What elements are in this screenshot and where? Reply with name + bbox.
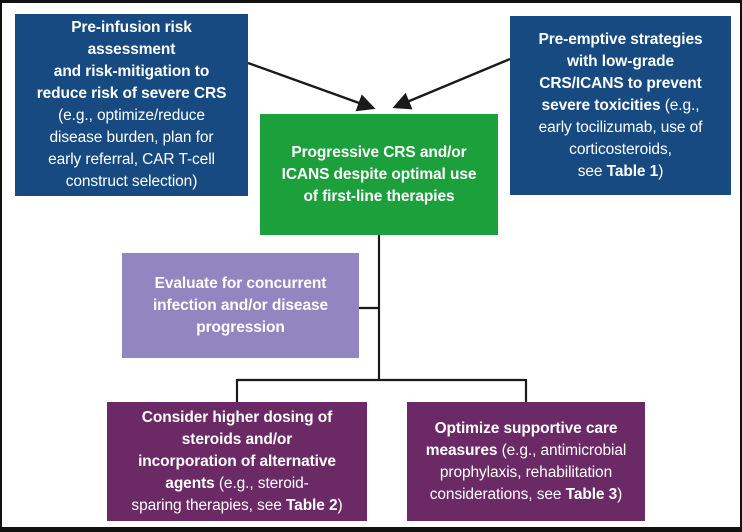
arrow-from-pre-infusion xyxy=(247,61,376,112)
arrow-from-pre-emptive xyxy=(392,57,511,110)
box-consider-steroids: Consider higher dosing of steroids and/o… xyxy=(107,402,367,521)
box-pre-infusion-text: Pre-infusion risk assessment and risk-mi… xyxy=(36,19,227,190)
box-progressive-text: Progressive CRS and/or ICANS despite opt… xyxy=(281,143,477,205)
box-evaluate-text: Evaluate for concurrent infection and/or… xyxy=(152,274,329,336)
box-progressive-crs-icans: Progressive CRS and/or ICANS despite opt… xyxy=(260,114,498,235)
box-consider-text: Consider higher dosing of steroids and/o… xyxy=(131,408,343,514)
box-pre-emptive-strategies: Pre-emptive strategies with low-grade CR… xyxy=(510,16,731,195)
box-optimize-text: Optimize supportive care measures (e.g.,… xyxy=(425,419,627,503)
box-pre-infusion-risk: Pre-infusion risk assessment and risk-mi… xyxy=(15,14,248,196)
box-pre-emptive-text: Pre-emptive strategies with low-grade CR… xyxy=(538,30,703,180)
box-optimize-supportive-care: Optimize supportive care measures (e.g.,… xyxy=(407,402,645,521)
box-evaluate-infection: Evaluate for concurrent infection and/or… xyxy=(122,253,359,358)
